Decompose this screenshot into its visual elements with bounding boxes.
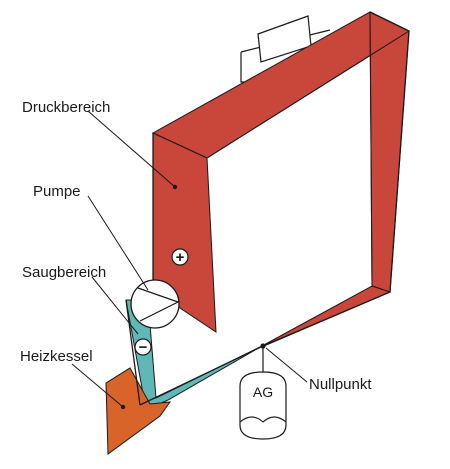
label-saugbereich: Saugbereich xyxy=(22,264,106,281)
pressure-zone-band xyxy=(151,11,411,347)
expansion-vessel: AG xyxy=(239,343,287,440)
nullpunkt-dot xyxy=(260,343,266,349)
plus-symbol: + xyxy=(176,249,185,266)
vessel-label: AG xyxy=(253,384,273,400)
label-nullpunkt: Nullpunkt xyxy=(309,376,372,393)
label-heizkessel: Heizkessel xyxy=(20,348,93,365)
plus-marker: + xyxy=(171,248,189,266)
minus-symbol: − xyxy=(139,339,148,356)
minus-marker: − xyxy=(134,338,152,356)
pump xyxy=(130,279,180,329)
leader-dots xyxy=(120,184,178,410)
label-pumpe: Pumpe xyxy=(33,183,81,200)
boiler xyxy=(105,367,172,455)
label-druckbereich: Druckbereich xyxy=(22,99,110,116)
leader-lines xyxy=(71,110,308,408)
